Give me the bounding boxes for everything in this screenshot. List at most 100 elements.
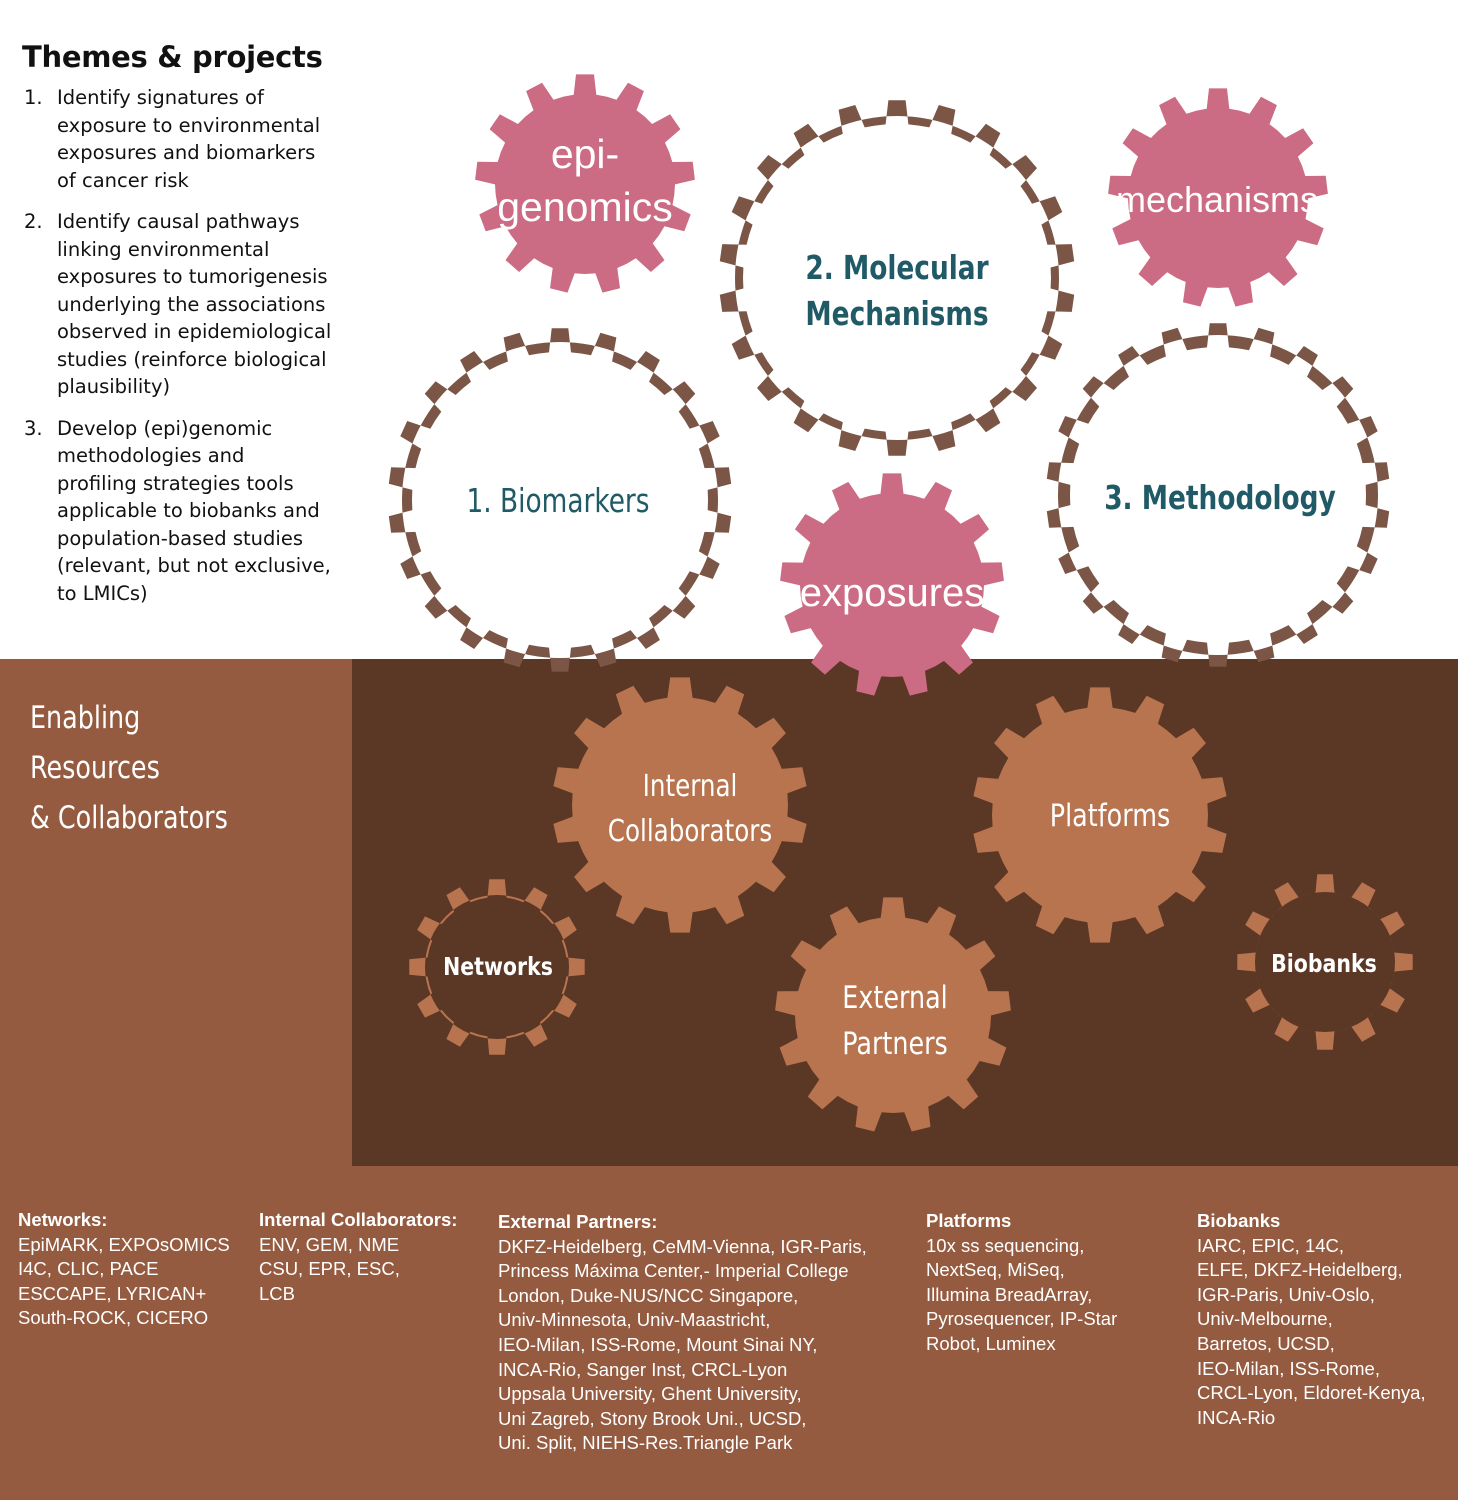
theme-line: exposures and biomarkers [57, 141, 316, 164]
gear-mechanisms: mechanisms [1108, 88, 1328, 307]
theme-line: underlying the associations [57, 292, 326, 316]
column-line: IGR-Paris, Univ-Oslo, [1197, 1283, 1375, 1305]
internal-collaborators-column: Internal Collaborators: ENV, GEM, NME CS… [259, 1208, 457, 1306]
column-line: Illumina BreadArray, [926, 1283, 1093, 1305]
column-line: ELFE, DKFZ-Heidelberg, [1197, 1259, 1403, 1281]
theme-line: methodologies and [57, 444, 245, 467]
column-line: ESCCAPE, LYRICAN+ [18, 1282, 207, 1304]
column-heading: Networks: [18, 1209, 108, 1230]
column-heading: Biobanks [1197, 1210, 1281, 1231]
gear-label: 3. Methodology [1104, 479, 1336, 518]
column-line: Uppsala University, Ghent University, [498, 1383, 802, 1405]
gear-shape [475, 74, 695, 293]
gear-label: Networks [443, 953, 553, 981]
gear-label: genomics [497, 184, 672, 230]
column-line: DKFZ-Heidelberg, CeMM-Vienna, IGR-Paris, [498, 1235, 867, 1257]
column-line: EpiMARK, EXPOsOMICS [18, 1233, 230, 1255]
gear-biobanks: Biobanks [1237, 874, 1413, 1050]
column-line: IARC, EPIC, 14C, [1197, 1234, 1345, 1256]
column-line: NextSeq, MiSeq, [926, 1259, 1065, 1281]
gear-label: Platforms [1050, 798, 1170, 834]
theme-line: (relevant, but not exclusive, [57, 554, 331, 577]
theme-line: exposure to environmental [57, 113, 321, 137]
theme-number: 3. [24, 416, 43, 440]
theme-number: 1. [24, 86, 43, 109]
gear-label: Mechanisms [805, 295, 988, 334]
column-line: INCA-Rio [1197, 1406, 1276, 1428]
enabling-heading: Enabling Resources & Collaborators [30, 693, 228, 843]
gear-label: Biobanks [1271, 950, 1377, 978]
gear-networks: Networks [409, 879, 585, 1055]
theme-item-1: 1. Identify signatures of exposure to en… [22, 84, 357, 194]
platforms-column: Platforms 10x ss sequencing, NextSeq, Mi… [926, 1209, 1117, 1357]
theme-line: profiling strategies tools [57, 471, 294, 495]
column-line: 10x ss sequencing, [926, 1234, 1085, 1256]
column-line: Pyrosequencer, IP-Star [926, 1308, 1118, 1330]
theme-item-3: 3. Develop (epi)genomic methodologies an… [22, 415, 357, 608]
gear-label: Internal [643, 770, 738, 804]
gear-platforms: Platforms [973, 687, 1227, 943]
theme-number: 2. [24, 210, 43, 233]
column-heading: Platforms [926, 1210, 1012, 1231]
theme-line: to LMICs) [57, 581, 148, 605]
theme-line: exposures to tumorigenesis [57, 265, 328, 288]
theme-line: linking environmental [57, 237, 270, 261]
gear-shape [973, 687, 1227, 943]
column-line: Princess Máxima Center,- Imperial Colleg… [498, 1260, 849, 1282]
theme-line: of cancer risk [57, 168, 189, 192]
column-line: Univ-Melbourne, [1197, 1308, 1333, 1330]
column-line: CSU, EPR, ESC, [259, 1258, 400, 1280]
theme-line: Identify causal pathways [57, 210, 300, 233]
theme-line: plausibility) [57, 375, 171, 398]
column-line: London, Duke-NUS/NCC Singapore, [498, 1284, 799, 1306]
gear-label: 1. Biomarkers [466, 482, 649, 521]
gear-internal-collaborators: Internal Collaborators [553, 677, 807, 933]
gear-molecular-mechanisms: 2. Molecular Mechanisms [719, 100, 1075, 456]
gear-label: epi- [551, 131, 619, 177]
theme-line: population-based studies [57, 526, 303, 550]
enabling-line: Resources [30, 750, 160, 786]
column-line: INCA-Rio, Sanger Inst, CRCL-Lyon [498, 1358, 788, 1380]
column-line: IEO-Milan, ISS-Rome, [1197, 1357, 1380, 1379]
theme-line: applicable to biobanks and [57, 499, 320, 522]
gear-shape [775, 897, 1011, 1132]
gear-epigenomics: epi- genomics [475, 74, 695, 293]
gear-exposures: exposures [780, 473, 1004, 696]
enabling-line: & Collaborators [30, 800, 228, 836]
column-line: Univ-Minnesota, Univ-Maastricht, [498, 1309, 771, 1331]
column-line: South-ROCK, CICERO [18, 1307, 209, 1329]
gear-label: exposures [800, 571, 985, 615]
enabling-line: Enabling [30, 700, 141, 736]
themes-title: Themes & projects [22, 40, 323, 74]
gears-diagram: Internal Collaborators Platforms Network… [388, 74, 1413, 1132]
external-partners-column: External Partners: DKFZ-Heidelberg, CeMM… [498, 1210, 867, 1456]
gear-label: External [842, 980, 947, 1016]
theme-line: observed in epidemiological [57, 320, 332, 343]
gear-label: 2. Molecular [805, 249, 988, 288]
themes-panel: Themes & projects 1. Identify signatures… [22, 40, 357, 621]
theme-line: Develop (epi)genomic [57, 416, 273, 440]
gear-methodology: 3. Methodology [1046, 323, 1390, 667]
column-line: Uni. Split, NIEHS-Res.Triangle Park [498, 1432, 793, 1454]
theme-item-2: 2. Identify causal pathways linking envi… [22, 208, 357, 401]
gear-label: Collaborators [608, 815, 772, 849]
biobanks-column: Biobanks IARC, EPIC, 14C, ELFE, DKFZ-Hei… [1197, 1209, 1426, 1430]
gear-biomarkers: 1. Biomarkers [388, 328, 732, 672]
networks-column: Networks: EpiMARK, EXPOsOMICS I4C, CLIC,… [18, 1208, 230, 1331]
gear-label: mechanisms [1116, 179, 1318, 220]
gear-shape [1108, 88, 1328, 307]
column-line: Uni Zagreb, Stony Brook Uni., UCSD, [498, 1407, 807, 1429]
column-heading: External Partners: [498, 1211, 658, 1232]
gear-external-partners: External Partners [775, 897, 1011, 1132]
column-line: Robot, Luminex [926, 1332, 1056, 1354]
column-line: LCB [259, 1282, 295, 1304]
column-line: CRCL-Lyon, Eldoret-Kenya, [1197, 1382, 1426, 1404]
gear-label: Partners [842, 1026, 948, 1062]
gear-shape [553, 677, 807, 933]
column-line: Barretos, UCSD, [1197, 1332, 1335, 1354]
column-heading: Internal Collaborators: [259, 1209, 458, 1230]
gear-shape [780, 473, 1004, 696]
column-line: ENV, GEM, NME [259, 1233, 400, 1255]
column-line: I4C, CLIC, PACE [18, 1258, 159, 1280]
column-line: IEO-Milan, ISS-Rome, Mount Sinai NY, [498, 1333, 818, 1355]
